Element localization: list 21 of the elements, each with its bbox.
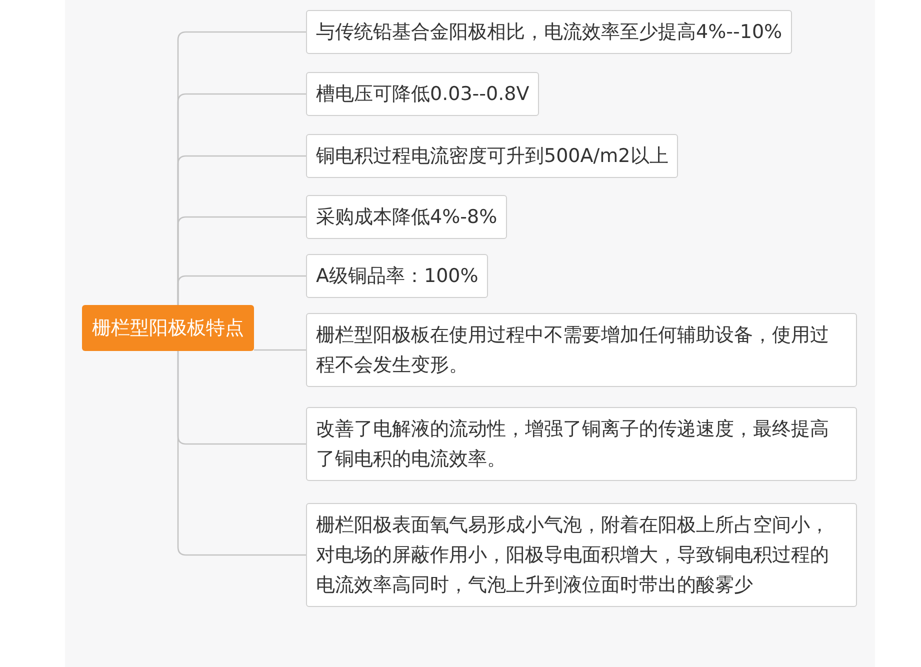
topic-text: 栅栏型阳极板特点 [92,317,244,339]
subtopic-text: 铜电积过程电流密度可升到500A/m2以上 [316,145,668,167]
subtopic-box [306,254,488,298]
subtopic-text: 槽电压可降低0.03--0.8V [316,83,530,105]
subtopic-box [306,407,857,481]
subtopic-box [306,313,857,387]
subtopic-box [306,134,678,178]
topic-box [82,305,254,351]
subtopic-box [306,10,792,54]
subtopic-box [306,72,540,116]
connector-line [177,275,306,305]
subtopic-text: 与传统铅基合金阳极相比，电流效率至少提高4%--10% [316,21,782,43]
subtopic-box [306,503,857,607]
subtopic-text: 改善了电解液的流动性，增强了铜离子的传递速度，最终提高了铜电积的电流效率。 [316,418,829,470]
connector-line [254,349,306,351]
subtopic-text: A级铜品率：100% [316,265,478,287]
subtopic-text: 栅栏阳极表面氧气易形成小气泡，附着在阳极上所占空间小，对电场的屏蔽作用小，阳极导电面积增大，导致铜电积过程的电流效率高同时，气泡上升到液位面时带出的酸雾少 [316,514,829,596]
subtopic-text: 栅栏型阳极板在使用过程中不需要增加任何辅助设备，使用过程不会发生变形。 [316,324,829,376]
subtopic-text: 采购成本降低4%-8% [316,206,498,228]
connector-line [177,351,306,556]
subtopic-box [306,195,508,239]
